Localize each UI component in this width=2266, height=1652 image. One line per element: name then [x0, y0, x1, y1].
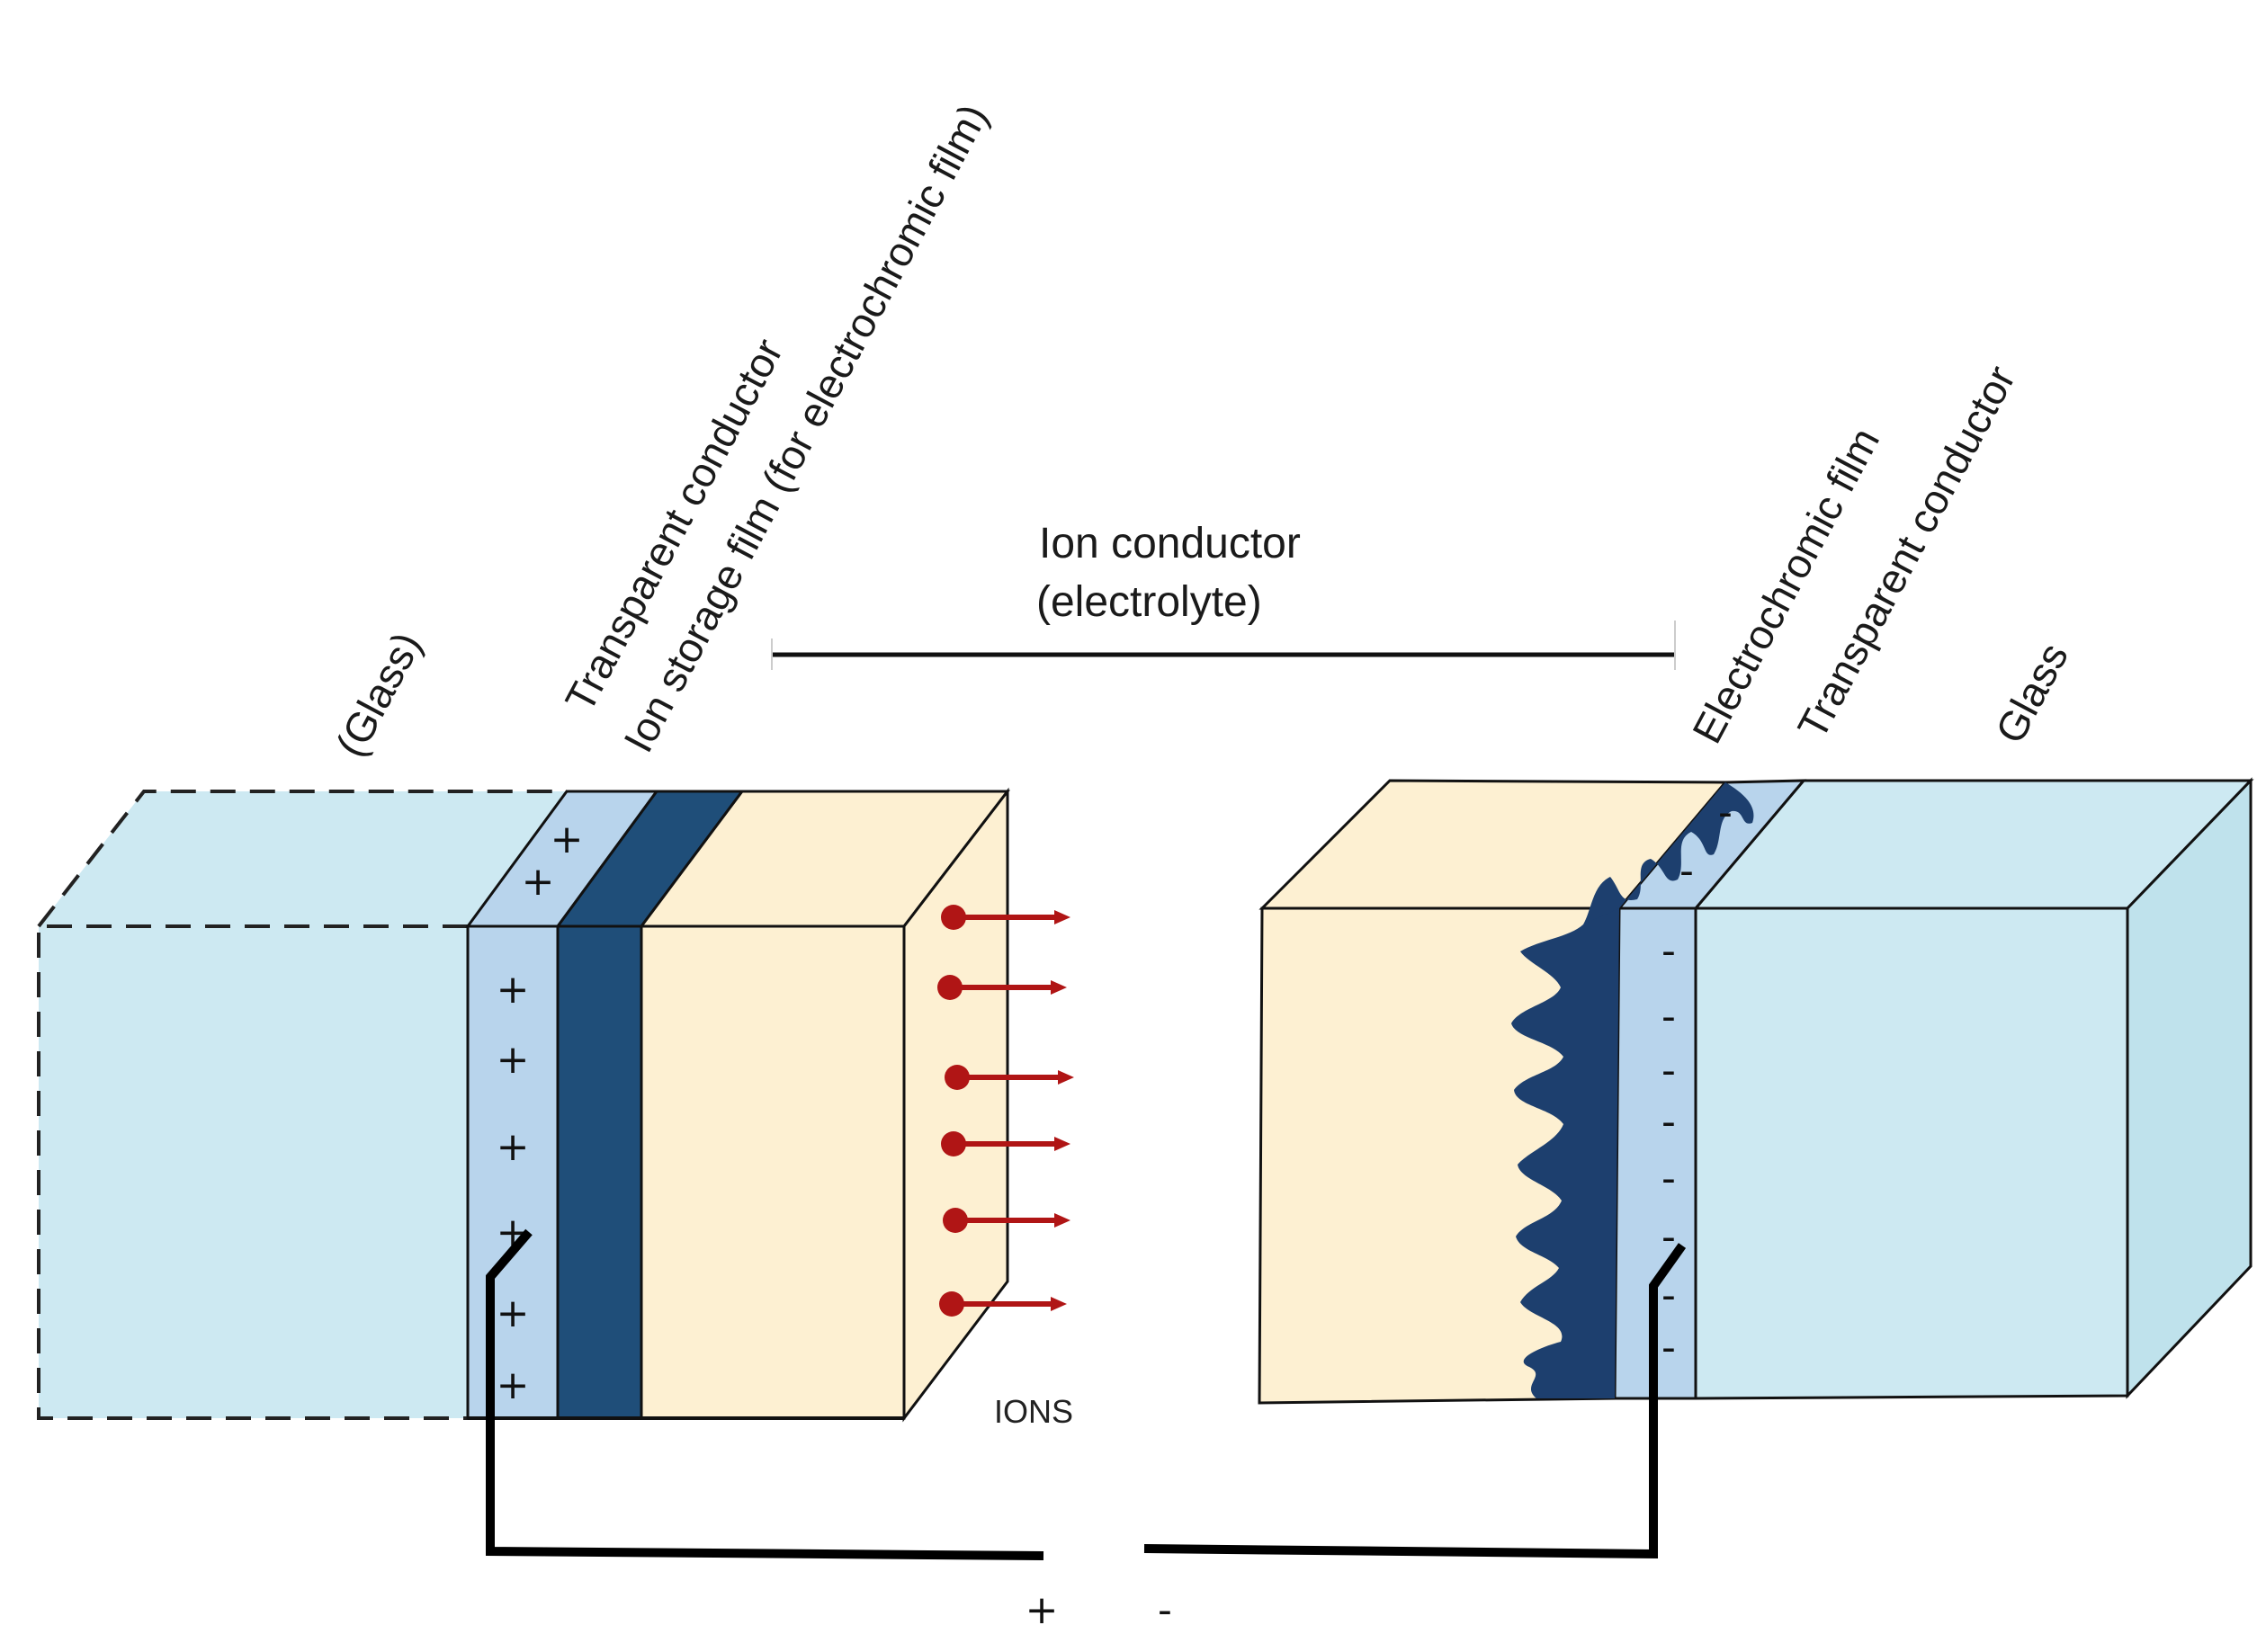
- ion-arrow-icon: [941, 905, 1070, 930]
- glass-left-label: (Glass): [327, 624, 431, 763]
- ion-arrow-icon: [945, 1065, 1074, 1090]
- right-wire: [1143, 1243, 1687, 1559]
- left-glass-top: [39, 791, 567, 926]
- charge-minus: -: [1661, 928, 1676, 974]
- right-glass-front: [1694, 906, 2129, 1400]
- left-wire: [486, 1228, 1044, 1560]
- ion-storage-film-label: Ion storage film (for electrochromic fil…: [614, 96, 997, 760]
- charge-plus: +: [497, 967, 530, 1013]
- ions-label: IONS: [994, 1393, 1073, 1430]
- ion-arrow-icon: [941, 1131, 1070, 1156]
- electrochromic-film-top: [1583, 782, 1754, 924]
- ion-conductor-label: Ion conductor: [1039, 520, 1301, 567]
- charge-plus: +: [497, 1037, 530, 1083]
- ion-conductor-span: Ion conductor (electrolyte): [771, 520, 1676, 670]
- ion-arrow-icon: [939, 1291, 1067, 1317]
- left-electrolyte-side: [902, 787, 1009, 1423]
- charge-minus: -: [1661, 1214, 1676, 1260]
- left-electrolyte-front: [640, 924, 906, 1420]
- charge-plus: +: [497, 1290, 530, 1336]
- terminal-negative: -: [1158, 1587, 1172, 1633]
- charge-minus: -: [1679, 848, 1694, 894]
- ion-storage-front: [556, 924, 643, 1420]
- circuit-wires: + -: [486, 1228, 1687, 1633]
- charge-minus: -: [1661, 1272, 1676, 1318]
- charge-minus: -: [1718, 790, 1733, 835]
- terminal-positive: +: [1026, 1587, 1059, 1633]
- charge-plus: +: [497, 1124, 530, 1170]
- charge-plus: +: [551, 817, 584, 862]
- charge-plus: +: [522, 859, 555, 905]
- ion-arrows: [937, 905, 1074, 1317]
- left-glass-front: [39, 926, 468, 1418]
- ion-arrow-icon: [937, 975, 1067, 1000]
- right-charges: - - - - - - - - - -: [1661, 790, 1733, 1371]
- left-charges: + + + + + + + +: [497, 817, 584, 1408]
- ion-arrow-icon: [943, 1208, 1070, 1233]
- charge-minus: -: [1661, 1099, 1676, 1145]
- charge-minus: -: [1661, 994, 1676, 1040]
- electrolyte-label: (electrolyte): [1036, 578, 1262, 626]
- charge-minus: -: [1661, 1325, 1676, 1371]
- left-device: + + + + + + + +: [37, 787, 1074, 1430]
- left-glass-dashed-outline: [37, 790, 567, 1420]
- electrochromic-film-label: Electrochromic film: [1683, 420, 1888, 750]
- electrochromic-film-front: [1511, 908, 1619, 1398]
- layer-labels: (Glass) Transparent conductor Ion storag…: [327, 96, 2077, 764]
- charge-minus: -: [1661, 1048, 1676, 1094]
- charge-minus: -: [1661, 1156, 1676, 1201]
- right-device: - - - - - - - - - -: [1258, 777, 2254, 1405]
- charge-plus: +: [497, 1362, 530, 1408]
- glass-right-label: Glass: [1986, 635, 2077, 750]
